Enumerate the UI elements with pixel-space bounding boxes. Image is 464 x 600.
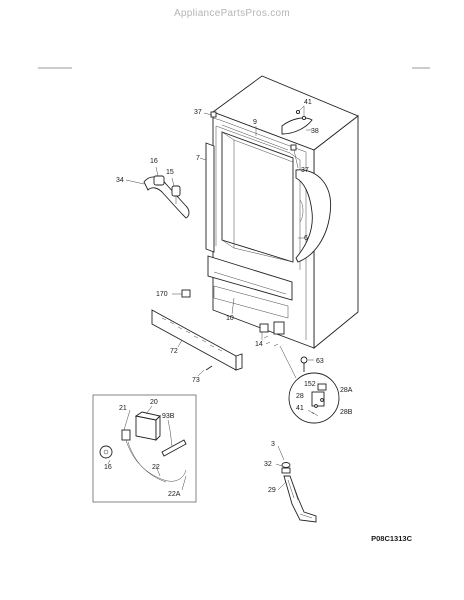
callout-21: 21 [119,405,127,412]
callout-73: 73 [192,377,200,384]
callout-32: 32 [264,461,272,468]
callout-22A: 22A [168,491,181,498]
callout-16: 16 [150,158,158,165]
callout-6: 6 [304,235,308,242]
callout-41: 41 [304,99,312,106]
callout-29: 29 [268,487,276,494]
callout-28: 28 [296,393,304,400]
callout-34: 34 [116,177,124,184]
callout-15: 15 [166,169,174,176]
callout-14: 14 [255,341,263,348]
callout-16-detail: 16 [104,464,112,471]
leader-lines [107,105,314,491]
callout-20: 20 [150,399,158,406]
door-handle-assembly [143,175,190,219]
callout-28A: 28A [340,387,353,394]
watermark: AppliancePartsPros.com [174,8,290,19]
callout-28B: 28B [340,409,353,416]
callout-170: 170 [156,291,168,298]
callout-7: 7 [196,155,200,162]
callout-38: 38 [311,128,319,135]
hinge-detail-circle [279,345,340,424]
callout-93B: 93B [162,413,175,420]
callout-63: 63 [316,358,324,365]
drain-assembly [281,462,317,523]
callout-152: 152 [304,381,316,388]
freezer-cabinet [151,75,359,372]
callout-22: 22 [152,464,160,471]
callout-37-right: 37 [301,167,309,174]
callout-9: 9 [253,119,257,126]
callout-72: 72 [170,348,178,355]
callout-37: 37 [194,109,202,116]
callout-10: 10 [226,315,234,322]
kit-detail-box [92,394,197,503]
callout-3: 3 [271,441,275,448]
callout-41-detail: 41 [296,405,304,412]
diagram-code: P08C1313C [371,534,412,543]
